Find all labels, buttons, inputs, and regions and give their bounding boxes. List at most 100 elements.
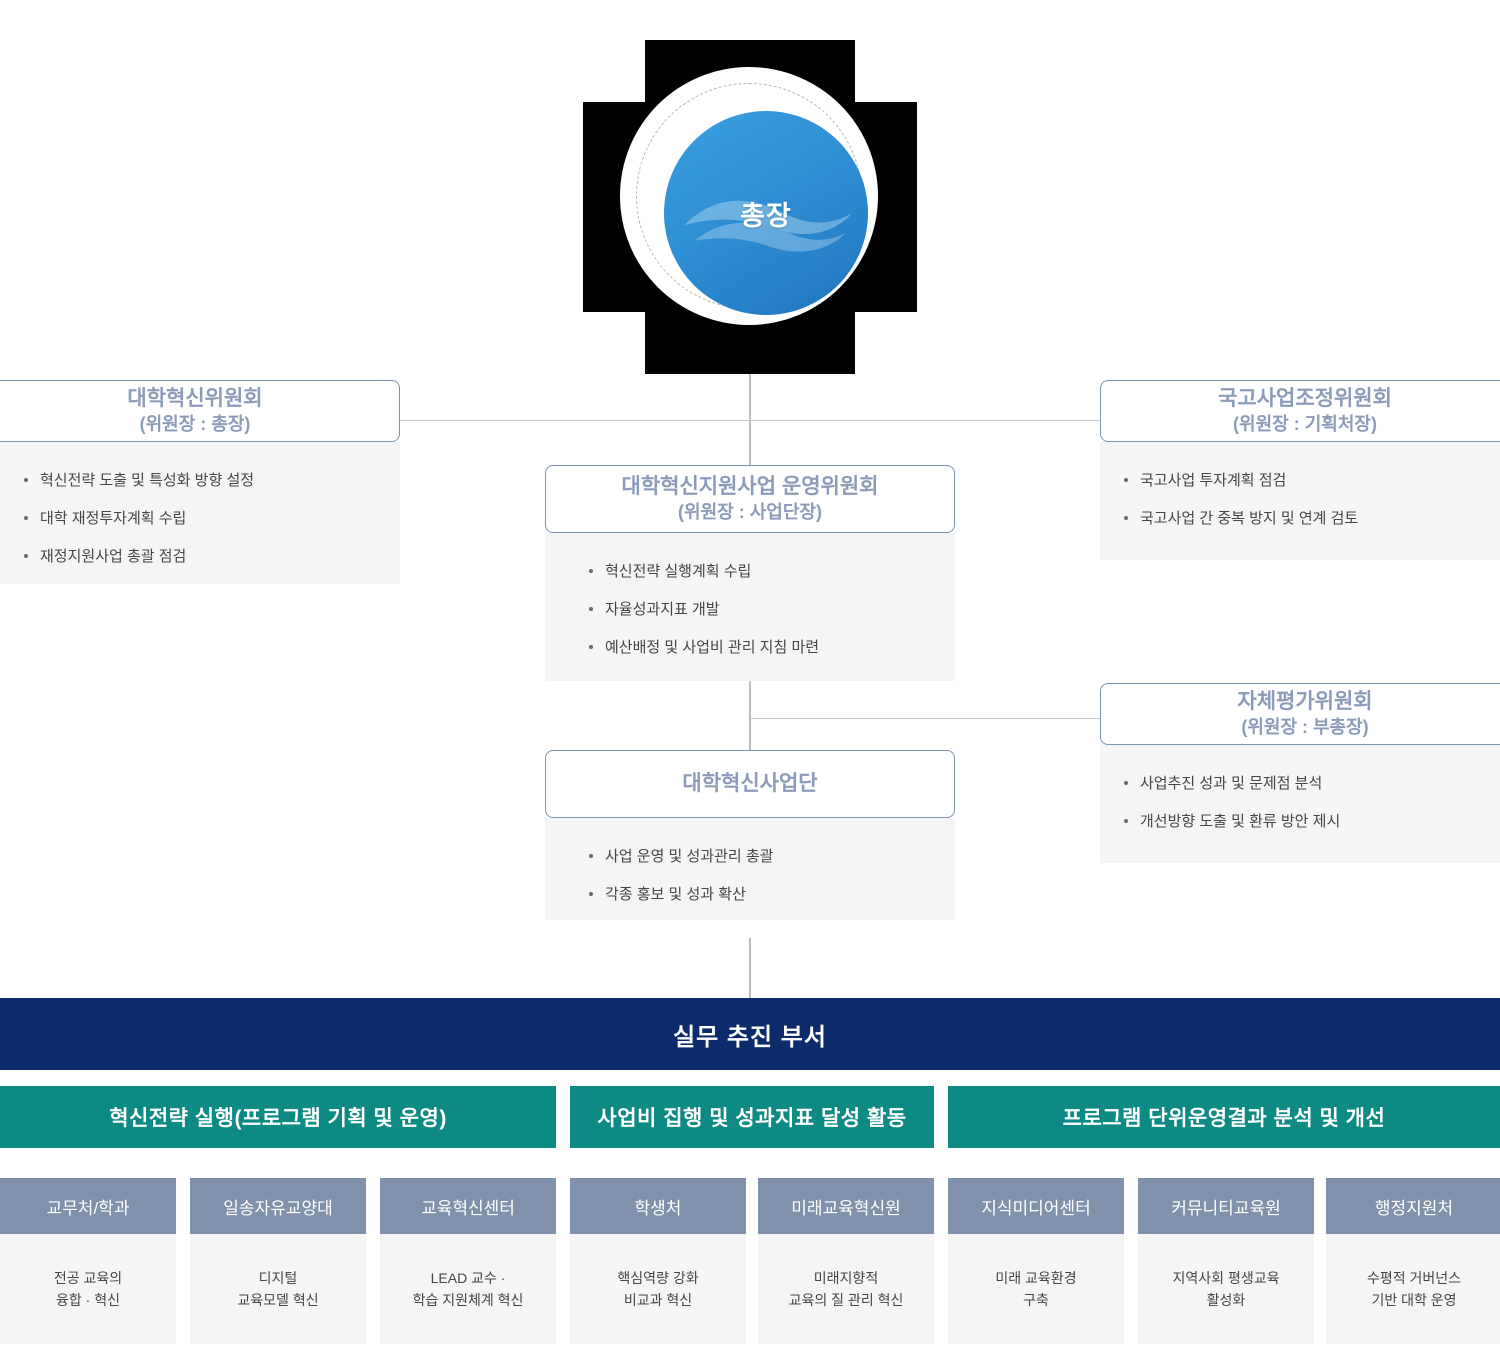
dept-description: 디지털 교육모델 혁신 bbox=[190, 1234, 366, 1344]
committee-unyeong[interactable]: 대학혁신지원사업 운영위원회 (위원장 : 사업단장) 혁신전략 실행계획 수립… bbox=[545, 465, 955, 681]
dept-name: 일송자유교양대 bbox=[190, 1178, 366, 1234]
dept-desc-line2: 교육모델 혁신 bbox=[237, 1292, 319, 1308]
president-label: 총장 bbox=[740, 200, 792, 231]
connector-center-to-eval bbox=[749, 612, 751, 757]
committee-sapeopdan[interactable]: 대학혁신사업단 사업 운영 및 성과관리 총괄 각종 홍보 및 성과 확산 bbox=[545, 750, 955, 920]
dept-description: LEAD 교수 · 학습 지원체계 혁신 bbox=[380, 1234, 556, 1344]
committee-item-list: 혁신전략 실행계획 수립 자율성과지표 개발 예산배정 및 사업비 관리 지침 … bbox=[579, 561, 955, 658]
connector-right-committee bbox=[750, 420, 1100, 421]
group-header-program-analysis[interactable]: 프로그램 단위운영결과 분석 및 개선 bbox=[948, 1086, 1500, 1148]
dept-description: 미래지향적 교육의 질 관리 혁신 bbox=[758, 1234, 934, 1344]
working-departments-band: 실무 추진 부서 bbox=[0, 998, 1500, 1070]
dept-desc-line2: 구축 bbox=[1023, 1292, 1049, 1308]
dept-desc-line2: 융합 · 혁신 bbox=[56, 1292, 120, 1308]
connector-left-committee bbox=[400, 420, 750, 421]
dept-name: 커뮤니티교육원 bbox=[1138, 1178, 1314, 1234]
list-item: 대학 재정투자계획 수립 bbox=[14, 508, 400, 530]
dept-desc-line2: 교육의 질 관리 혁신 bbox=[788, 1292, 904, 1308]
dept-name: 교무처/학과 bbox=[0, 1178, 176, 1234]
committee-title: 자체평가위원회 bbox=[1237, 689, 1373, 713]
dept-desc-line1: 지역사회 평생교육 bbox=[1172, 1269, 1280, 1286]
list-item: 혁신전략 실행계획 수립 bbox=[579, 561, 955, 583]
dept-desc-line1: 핵심역량 강화 bbox=[617, 1269, 699, 1286]
committee-gukgo-sapeop[interactable]: 국고사업조정위원회 (위원장 : 기획처장) 국고사업 투자계획 점검 국고사업… bbox=[1100, 380, 1500, 560]
committee-item-list: 사업 운영 및 성과관리 총괄 각종 홍보 및 성과 확산 bbox=[579, 846, 955, 906]
corner-notch-top-left bbox=[583, 40, 645, 102]
dept-description: 수평적 거버넌스 기반 대학 운영 bbox=[1326, 1234, 1500, 1344]
committee-body: 혁신전략 도출 및 특성화 방향 설정 대학 재정투자계획 수립 재정지원사업 … bbox=[0, 442, 400, 584]
list-item: 자율성과지표 개발 bbox=[579, 599, 955, 621]
dept-card-gyoyuk-hyeoksin-center[interactable]: 교육혁신센터 LEAD 교수 · 학습 지원체계 혁신 bbox=[380, 1178, 556, 1344]
dept-desc-line1: 미래 교육환경 bbox=[995, 1269, 1077, 1286]
committee-title: 대학혁신지원사업 운영위원회 bbox=[621, 474, 879, 498]
corner-notch-top-right bbox=[855, 40, 917, 102]
committee-daehak-hyeoksin[interactable]: 대학혁신위원회 (위원장 : 총장) 혁신전략 도출 및 특성화 방향 설정 대… bbox=[0, 380, 400, 584]
dept-description: 핵심역량 강화 비교과 혁신 bbox=[570, 1234, 746, 1344]
committee-header[interactable]: 대학혁신사업단 bbox=[545, 750, 955, 818]
committee-item-list: 사업추진 성과 및 문제점 분석 개선방향 도출 및 환류 방안 제시 bbox=[1114, 773, 1500, 833]
dept-name: 미래교육혁신원 bbox=[758, 1178, 934, 1234]
dept-desc-line1: 전공 교육의 bbox=[53, 1269, 123, 1286]
group-header-innovation-strategy[interactable]: 혁신전략 실행(프로그램 기획 및 운영) bbox=[0, 1086, 556, 1148]
dept-desc-line1: 디지털 bbox=[258, 1269, 298, 1286]
president-dashed-ring: 총장 bbox=[636, 83, 868, 315]
dept-card-community[interactable]: 커뮤니티교육원 지역사회 평생교육 활성화 bbox=[1138, 1178, 1314, 1344]
dept-desc-line1: LEAD 교수 · bbox=[430, 1269, 506, 1286]
committee-jache-pyeongga[interactable]: 자체평가위원회 (위원장 : 부총장) 사업추진 성과 및 문제점 분석 개선방… bbox=[1100, 683, 1500, 863]
committee-title: 대학혁신사업단 bbox=[682, 771, 818, 795]
committee-header[interactable]: 대학혁신위원회 (위원장 : 총장) bbox=[0, 380, 400, 442]
list-item: 국고사업 간 중복 방지 및 연계 검토 bbox=[1114, 508, 1500, 530]
list-item: 사업추진 성과 및 문제점 분석 bbox=[1114, 773, 1500, 795]
dept-description: 지역사회 평생교육 활성화 bbox=[1138, 1234, 1314, 1344]
dept-desc-line2: 기반 대학 운영 bbox=[1371, 1292, 1457, 1308]
committee-body: 사업추진 성과 및 문제점 분석 개선방향 도출 및 환류 방안 제시 bbox=[1100, 745, 1500, 863]
list-item: 사업 운영 및 성과관리 총괄 bbox=[579, 846, 955, 868]
committee-subtitle: (위원장 : 부총장) bbox=[1241, 716, 1369, 737]
dept-desc-line2: 비교과 혁신 bbox=[623, 1292, 693, 1308]
connector-president-to-center bbox=[749, 330, 751, 470]
dept-card-gyomucheo[interactable]: 교무처/학과 전공 교육의 융합 · 혁신 bbox=[0, 1178, 176, 1344]
connector-eval-committee bbox=[750, 718, 1100, 719]
president-blue-circle: 총장 bbox=[664, 111, 868, 315]
dept-description: 미래 교육환경 구축 bbox=[948, 1234, 1124, 1344]
committee-body: 사업 운영 및 성과관리 총괄 각종 홍보 및 성과 확산 bbox=[545, 818, 955, 920]
committee-title: 대학혁신위원회 bbox=[127, 386, 263, 410]
dept-card-mirae-gyoyuk[interactable]: 미래교육혁신원 미래지향적 교육의 질 관리 혁신 bbox=[758, 1178, 934, 1344]
dept-card-haengjeong[interactable]: 행정지원처 수평적 거버넌스 기반 대학 운영 bbox=[1326, 1178, 1500, 1344]
committee-body: 국고사업 투자계획 점검 국고사업 간 중복 방지 및 연계 검토 bbox=[1100, 442, 1500, 560]
dept-name: 교육혁신센터 bbox=[380, 1178, 556, 1234]
group-header-budget-execution[interactable]: 사업비 집행 및 성과지표 달성 활동 bbox=[570, 1086, 934, 1148]
dept-desc-line1: 미래지향적 bbox=[813, 1269, 879, 1286]
committee-header[interactable]: 국고사업조정위원회 (위원장 : 기획처장) bbox=[1100, 380, 1500, 442]
dept-description: 전공 교육의 융합 · 혁신 bbox=[0, 1234, 176, 1344]
dept-card-ilsong[interactable]: 일송자유교양대 디지털 교육모델 혁신 bbox=[190, 1178, 366, 1344]
corner-notch-bottom-left bbox=[583, 312, 645, 374]
dept-card-jisik-media[interactable]: 지식미디어센터 미래 교육환경 구축 bbox=[948, 1178, 1124, 1344]
dept-desc-line2: 학습 지원체계 혁신 bbox=[412, 1292, 524, 1308]
wave-emblem-icon bbox=[684, 200, 852, 252]
list-item: 국고사업 투자계획 점검 bbox=[1114, 470, 1500, 492]
committee-subtitle: (위원장 : 사업단장) bbox=[678, 501, 822, 522]
dept-name: 지식미디어센터 bbox=[948, 1178, 1124, 1234]
dept-name: 행정지원처 bbox=[1326, 1178, 1500, 1234]
committee-title: 국고사업조정위원회 bbox=[1218, 386, 1392, 410]
connector-dan-to-band bbox=[749, 938, 751, 1000]
committee-item-list: 국고사업 투자계획 점검 국고사업 간 중복 방지 및 연계 검토 bbox=[1114, 470, 1500, 530]
dept-card-haksaengcheo[interactable]: 학생처 핵심역량 강화 비교과 혁신 bbox=[570, 1178, 746, 1344]
corner-notch-bottom-right bbox=[855, 312, 917, 374]
president-white-ring: 총장 bbox=[620, 67, 878, 325]
committee-header[interactable]: 대학혁신지원사업 운영위원회 (위원장 : 사업단장) bbox=[545, 465, 955, 533]
list-item: 개선방향 도출 및 환류 방안 제시 bbox=[1114, 811, 1500, 833]
list-item: 각종 홍보 및 성과 확산 bbox=[579, 884, 955, 906]
dept-name: 학생처 bbox=[570, 1178, 746, 1234]
dept-desc-line2: 활성화 bbox=[1206, 1292, 1246, 1308]
committee-item-list: 혁신전략 도출 및 특성화 방향 설정 대학 재정투자계획 수립 재정지원사업 … bbox=[14, 470, 400, 567]
list-item: 재정지원사업 총괄 점검 bbox=[14, 546, 400, 568]
committee-body: 혁신전략 실행계획 수립 자율성과지표 개발 예산배정 및 사업비 관리 지침 … bbox=[545, 533, 955, 681]
dept-desc-line1: 수평적 거버넌스 bbox=[1366, 1269, 1462, 1286]
list-item: 예산배정 및 사업비 관리 지침 마련 bbox=[579, 637, 955, 659]
president-node[interactable]: 총장 bbox=[583, 40, 917, 374]
committee-header[interactable]: 자체평가위원회 (위원장 : 부총장) bbox=[1100, 683, 1500, 745]
committee-subtitle: (위원장 : 기획처장) bbox=[1233, 413, 1377, 434]
